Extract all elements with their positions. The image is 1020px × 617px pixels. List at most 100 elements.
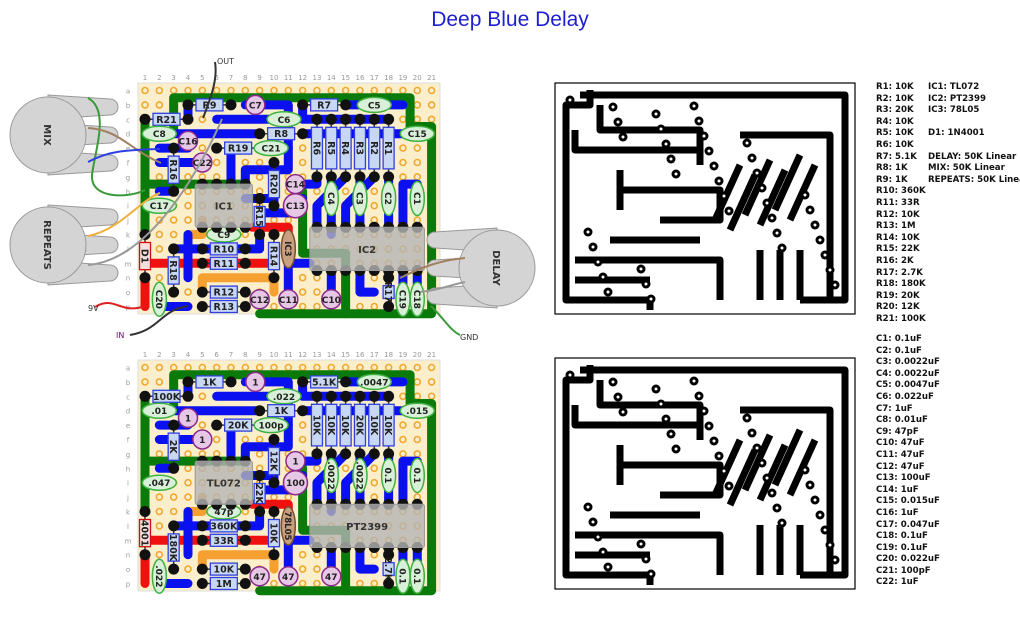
solder-joint [168,419,180,431]
copper-trace [740,406,834,575]
copper-trace [741,433,774,492]
row-letter: l [127,523,129,531]
component-c19: 0.1 [395,558,411,595]
drill-hole [669,157,673,161]
column-number: 11 [284,351,293,359]
orange-trace [197,273,279,297]
row-letter: m [125,537,132,545]
drill-hole [775,506,779,510]
pot-label: REPEATS [41,220,52,270]
drill-hole [664,142,668,146]
out-label: OUT [217,57,234,66]
component-label: .0047 [360,378,388,388]
component-label: R13 [214,302,235,313]
ic-list: IC1: TL072 IC2: PT2399 IC3: 78L05 D1: 1N… [928,82,1020,186]
solder-joint [254,470,266,481]
solder-joint [254,193,266,204]
component-label: C8 [153,130,166,140]
capacitor-body [409,457,426,494]
component-body [253,205,266,228]
drill-hole [702,134,706,138]
solder-joint [368,113,380,125]
column-number: 10 [270,74,279,82]
component-label: C19 [396,290,406,309]
component-label: C22 [193,159,212,169]
component-r15: 22K [253,470,266,517]
solder-joint [239,257,251,269]
drill-hole [596,535,600,539]
component-d1: D1 [139,229,152,284]
drill-hole [591,520,595,524]
solder-joint [211,142,223,154]
component-r2: R2 [368,113,381,183]
component-body [368,126,381,170]
pad-hole [313,288,321,296]
copper-trace [711,163,744,222]
solder-joint [340,390,352,402]
component-label: R3 [353,141,364,155]
pad-hole [169,230,178,239]
drill-hole [654,387,658,391]
row-letter: i [127,480,129,488]
solder-joint [196,286,208,298]
component-label: C1 [411,192,421,205]
component-body [209,519,238,533]
pad-hole [155,86,164,95]
electrolytic-capacitor-body [278,566,299,587]
component-c18: C18 [409,281,426,318]
electrolytic-capacitor-body [249,289,270,310]
solder-joint [168,243,180,255]
pot-body [9,96,87,174]
component-ic1: TL072 [194,455,253,510]
solder-joint [268,229,280,240]
component-body [138,518,152,548]
resistor-item: R9: 1K [876,174,908,185]
resistor-item: R11: 33R [876,197,920,208]
component-label: C3 [353,192,363,205]
component-c18: 0.1 [409,558,426,595]
component-c12: 47 [249,566,270,587]
capacitor-body [141,197,178,214]
drill-hole [601,550,605,554]
solder-joint [268,434,280,445]
pad-hole [298,421,307,429]
component-label: 100 [286,479,305,489]
pad-hole [212,435,221,444]
component-label: 0.1 [382,468,392,484]
component-label: .0022 [325,461,335,489]
component-label: R12 [214,288,235,299]
resistor-item: R3: 20K [876,105,914,116]
mix-pot: MIX [9,94,119,176]
capacitor-item: C10: 47uF [876,438,925,449]
column-number: 9 [257,74,261,82]
pad-hole [198,144,207,152]
solder-joint [182,376,194,388]
solder-joint [268,549,280,561]
pad-hole [298,435,307,444]
drill-hole [722,194,726,198]
solder-joint [383,448,395,460]
column-number: 13 [312,351,321,359]
resistor-item: R17: 2.7K [876,267,923,278]
component-label: IC2 [358,245,376,256]
pad-hole [169,507,178,516]
wire-green [87,97,146,197]
column-number: 15 [341,351,350,359]
component-r14: 10K [267,506,281,561]
component-label: IC1 [215,202,233,213]
delay-pot: DELAY [426,227,536,309]
component-body [339,126,352,170]
row-letter: c [126,116,130,124]
pad-hole [155,522,164,530]
drill-hole [596,260,600,264]
capacitor-item: C8: 0.01uF [876,415,928,426]
row-letter: f [127,437,130,445]
capacitor-body [380,180,397,217]
solder-joint [168,462,180,474]
capacitor-body [352,180,368,217]
component-body [253,482,266,505]
pcb-bottom-view [554,357,856,590]
component-c2: C2 [380,180,397,217]
component-label: C20 [153,290,163,309]
capacitor-item: C15: 0.015uF [876,496,940,507]
